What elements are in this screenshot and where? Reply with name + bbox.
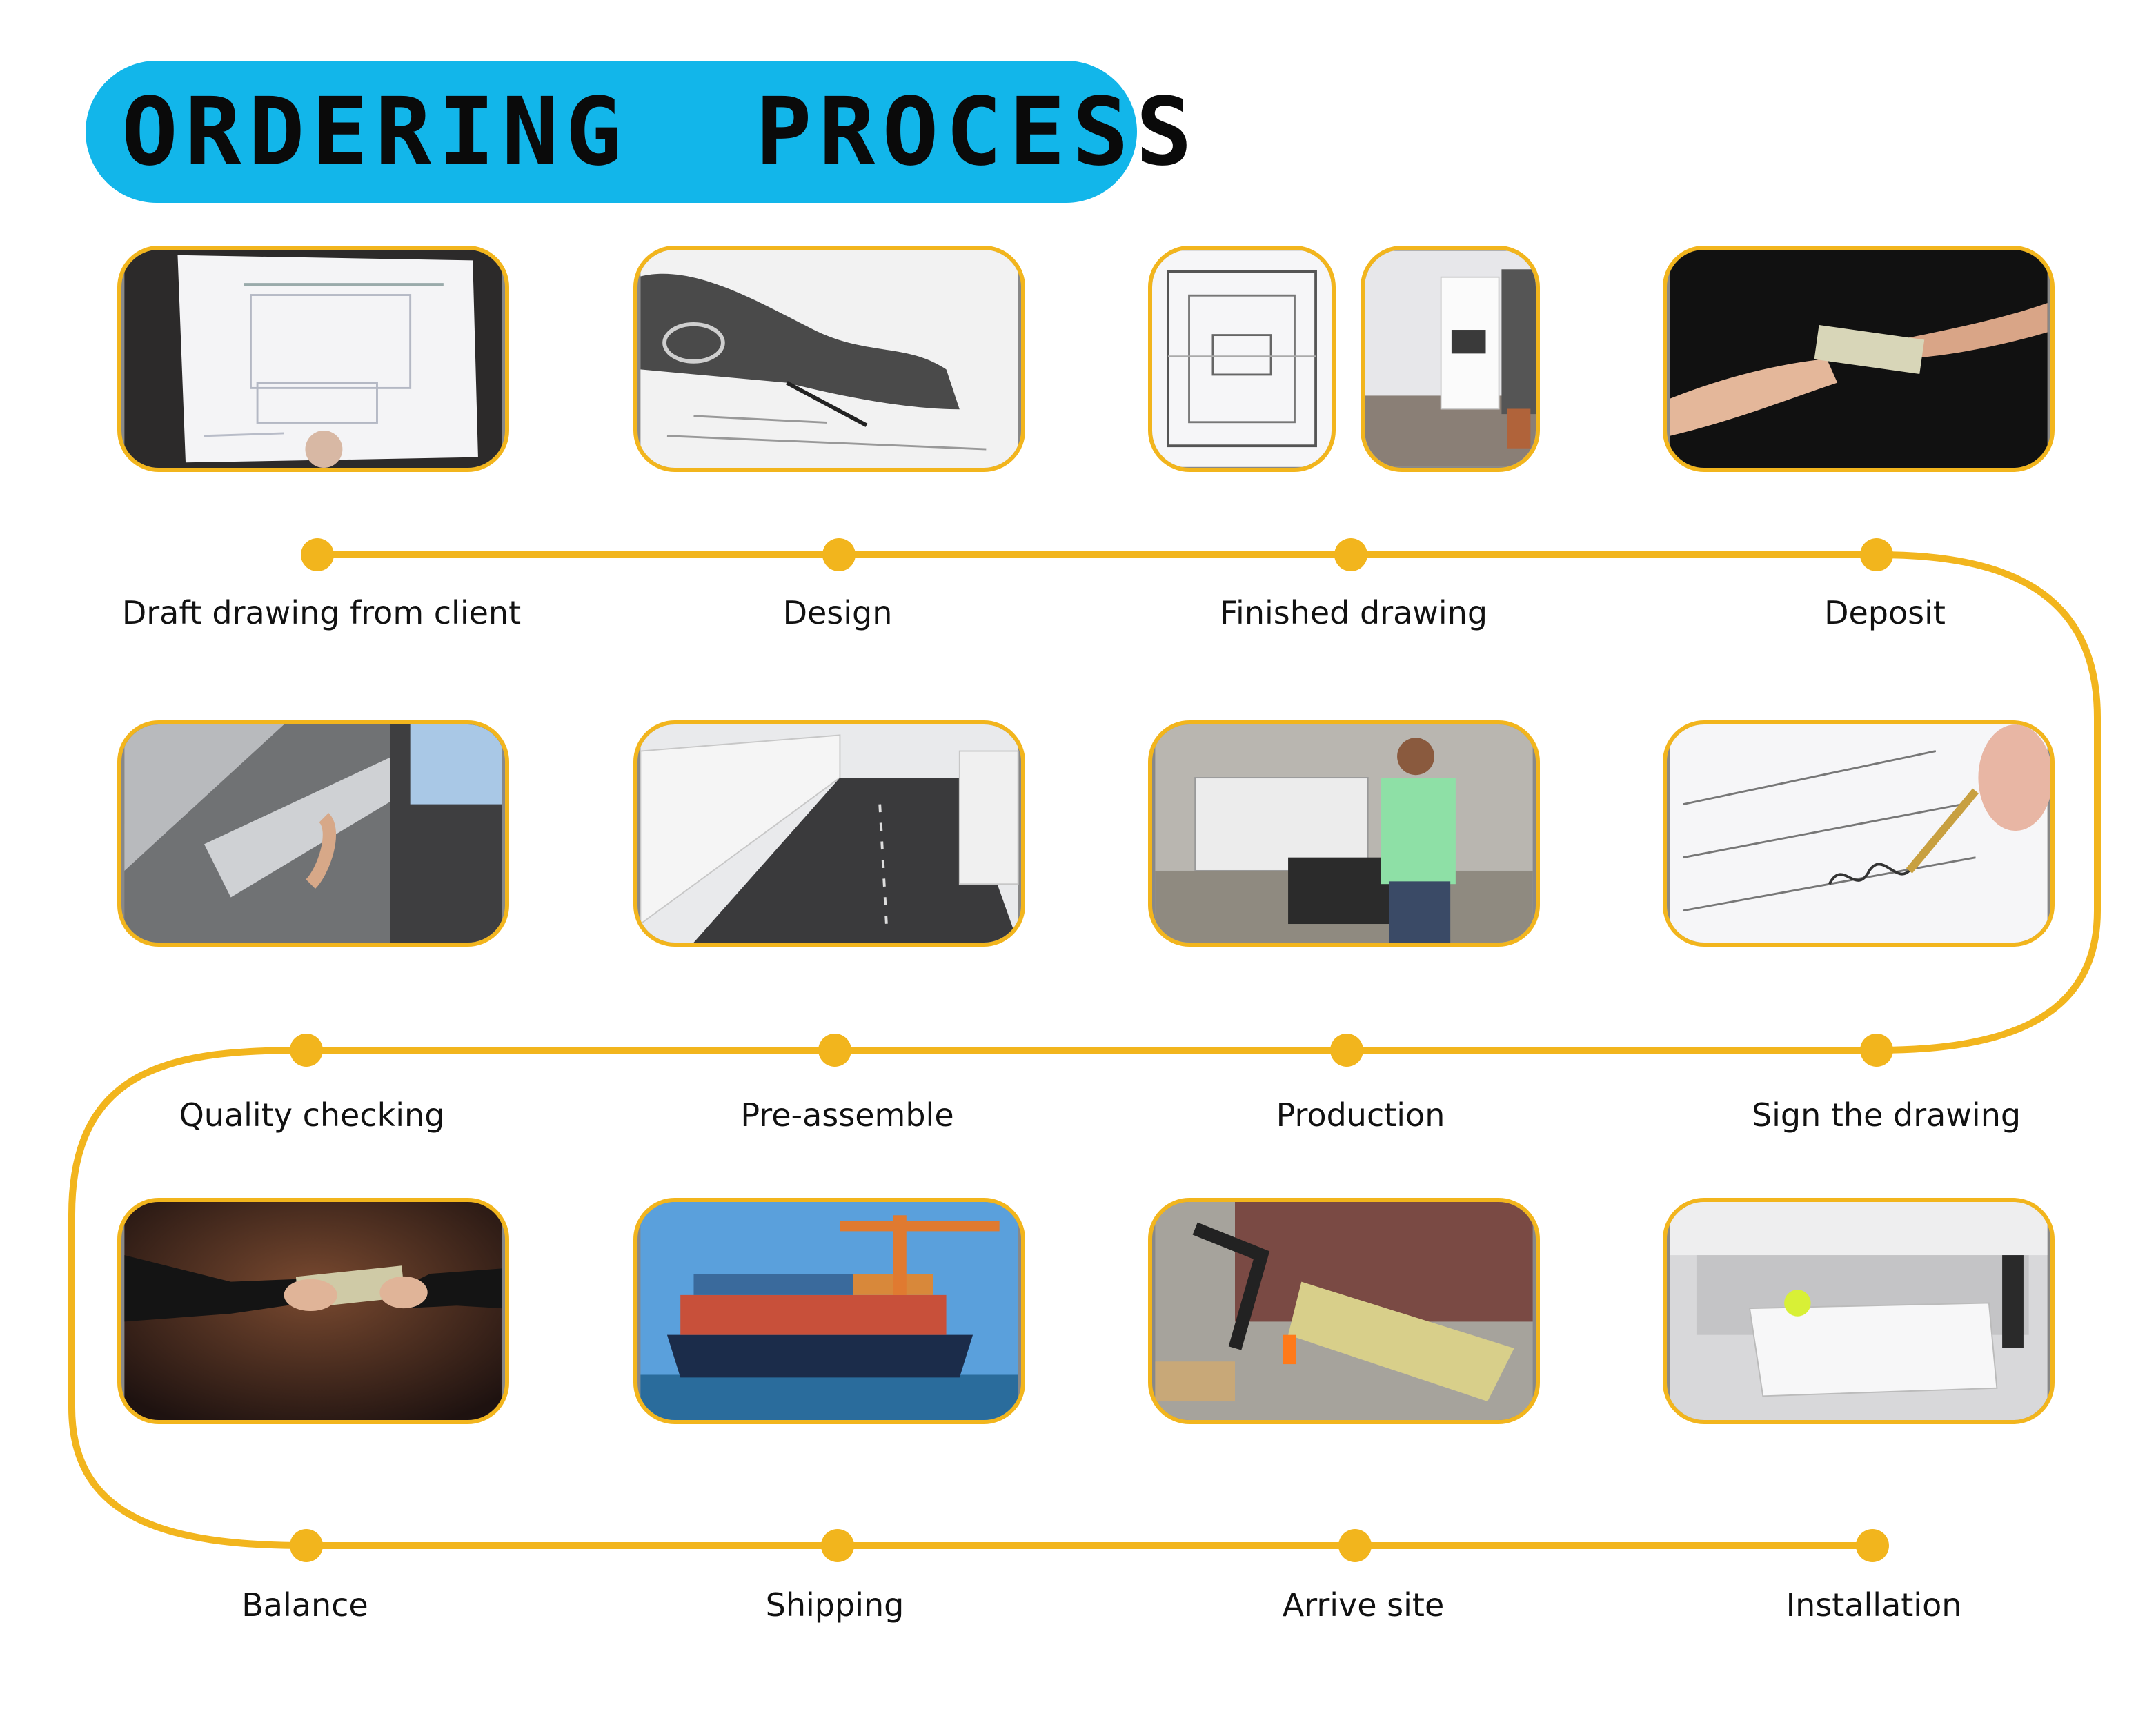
cargo-ship-icon [640,1202,1018,1420]
step-node [1338,1529,1372,1562]
step-node [290,1034,323,1067]
step-node [1334,538,1367,571]
photo-finished-kitchen [1361,246,1540,472]
title-banner [86,61,1137,203]
step-label: Quality checking [179,1098,445,1134]
step-node [1860,538,1893,571]
hand-drawing-icon [640,250,1018,468]
photo-arrive-site [1148,1198,1540,1424]
factory-worker-icon [1155,724,1533,943]
step-label: Arrive site [1282,1588,1445,1624]
photo-quality-checking [117,720,509,947]
installed-counter-icon [1670,1202,2048,1420]
step-node [818,1034,851,1067]
cabinets-icon [640,724,1019,943]
step-label: Pre-assemble [740,1098,954,1134]
inspection-icon [124,724,502,943]
step-node [822,538,856,571]
page-title: ORDERING PROCESS [121,79,1199,188]
paper-sketch-icon [124,250,502,468]
step-node [1856,1529,1889,1562]
step-label: Sign the drawing [1751,1098,2021,1134]
photo-finished-blueprint [1148,246,1336,472]
photo-draft-drawing [117,246,509,472]
photo-shipping [633,1198,1025,1424]
photo-deposit [1663,246,2055,472]
kitchen-render-icon [1365,250,1536,467]
step-label: Design [782,596,893,632]
money-handover-icon [1670,250,2048,468]
photo-pre-assemble [633,720,1025,947]
step-label: Installation [1786,1588,1962,1624]
step-node [301,538,334,571]
photo-balance [117,1198,509,1424]
photo-installation [1663,1198,2055,1424]
truck-unloading-icon [1155,1202,1533,1420]
step-node [821,1529,854,1562]
step-label: Finished drawing [1219,596,1488,632]
step-label: Shipping [765,1588,904,1624]
step-label: Production [1276,1098,1445,1134]
photo-sign-drawing [1663,720,2055,947]
step-label: Balance [241,1588,368,1624]
step-label: Draft drawing from client [121,596,522,632]
signature-icon [1670,724,2050,943]
step-label: Deposit [1824,596,1946,632]
photo-production [1148,720,1540,947]
step-node [290,1529,323,1562]
cash-payment-icon [124,1202,502,1420]
step-node [1860,1034,1893,1067]
step-node [1330,1034,1363,1067]
blueprint-icon [1152,250,1332,467]
photo-design [633,246,1025,472]
